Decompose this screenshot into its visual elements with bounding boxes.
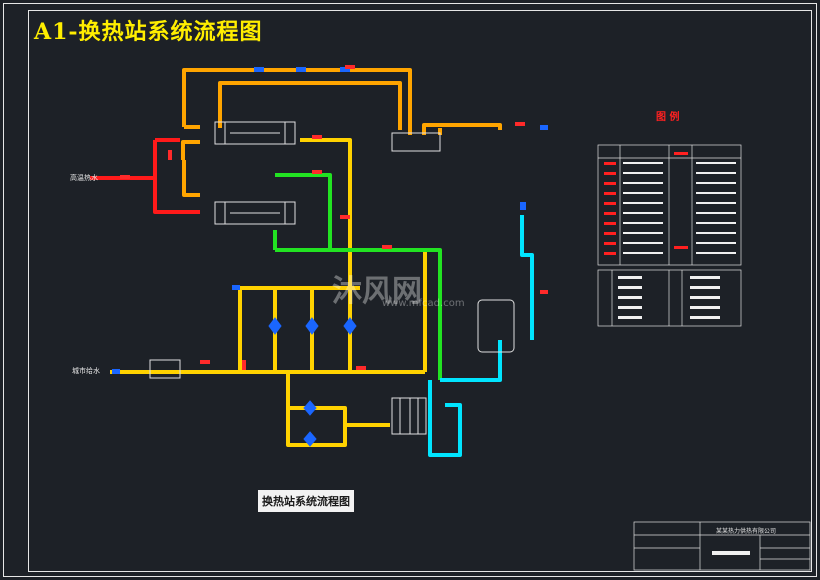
water-meter	[149, 359, 181, 379]
legend-title: 图 例	[656, 112, 680, 123]
legend-table	[597, 144, 742, 327]
inner-frame	[28, 10, 812, 572]
pipe-top-inner	[218, 81, 402, 130]
pipe-yellow-right	[300, 138, 352, 290]
title-block	[633, 521, 811, 571]
pipe-mid-orange	[182, 160, 200, 197]
valve-7	[540, 125, 548, 130]
valve-3	[340, 67, 350, 72]
valve-5	[112, 369, 120, 374]
watermark-url: www.mfcad.com	[382, 298, 465, 309]
pipe-red-main	[153, 140, 200, 214]
label-hot-water-in: 高温热水	[70, 174, 98, 182]
tag-labels	[120, 65, 548, 370]
pipe-left-orange	[181, 140, 200, 160]
pipe-top-loop	[182, 68, 412, 135]
pipe-green-bottom	[275, 248, 442, 380]
pump-5	[303, 431, 317, 447]
valves	[112, 67, 548, 374]
legend-swatches	[604, 152, 688, 255]
pipe-yellow-loop	[286, 372, 347, 447]
pipe-cyan-3	[520, 215, 534, 340]
pumps	[268, 317, 357, 447]
expansion-tank	[391, 132, 441, 152]
label-city-water-in: 城市给水	[72, 367, 100, 375]
makeup-pipes	[428, 215, 534, 457]
pipe-cyan-1	[428, 380, 462, 457]
pump-3	[343, 317, 357, 335]
heat-exchangers	[149, 121, 515, 435]
valve-6	[520, 202, 526, 210]
valve-1	[254, 67, 264, 72]
return-pipes	[273, 173, 442, 380]
title-block-bar	[712, 551, 750, 555]
pump-4	[303, 400, 317, 416]
pump-2	[305, 317, 319, 335]
valve-4	[232, 285, 240, 290]
plate-exchanger	[391, 397, 427, 435]
pipe-green-right	[275, 173, 332, 250]
diagram-caption: 换热站系统流程图	[258, 490, 354, 512]
softened-water-tank	[477, 299, 515, 353]
title-block-company: 某某热力供热有限公司	[716, 528, 777, 535]
heat-exchanger-1	[214, 121, 296, 145]
valve-2	[296, 67, 306, 72]
pipe-right-tank	[422, 123, 502, 135]
legend-text-lines	[618, 162, 736, 319]
pipe-cyan-2	[440, 340, 502, 382]
outer-frame	[3, 3, 817, 577]
drawing-title: A1-换热站系统流程图	[34, 19, 263, 45]
heat-exchanger-2	[214, 201, 296, 225]
watermark-logo: 沐风网	[332, 274, 422, 309]
pump-1	[268, 317, 282, 335]
